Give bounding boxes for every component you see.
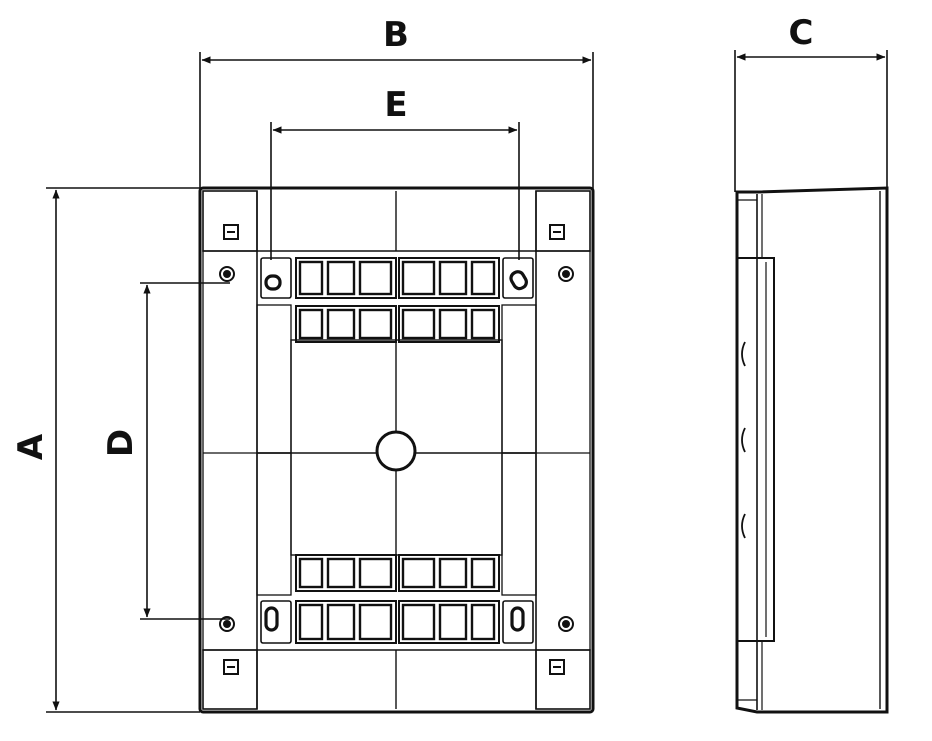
side-view [735,186,889,714]
dimension-label-b: B [383,15,409,55]
enclosure-outline [198,186,595,714]
dimension-label-d: D [101,429,141,457]
centre-cable-hole [375,430,417,472]
dimension-label-e: E [384,85,407,125]
latch-icons [223,224,565,675]
dimension-e [270,122,520,260]
dimension-c [734,50,888,192]
dimension-b [199,52,594,192]
keyhole-slot-icons [260,257,534,644]
side-door-rail [736,257,775,642]
dimension-a [46,187,200,713]
dimension-label-c: C [789,13,814,53]
knockout-rows [295,257,500,644]
side-profile [735,186,889,714]
front-view [198,186,595,714]
dimension-d [140,282,230,620]
screw-icons [219,266,574,632]
dimension-label-a: A [11,433,51,460]
